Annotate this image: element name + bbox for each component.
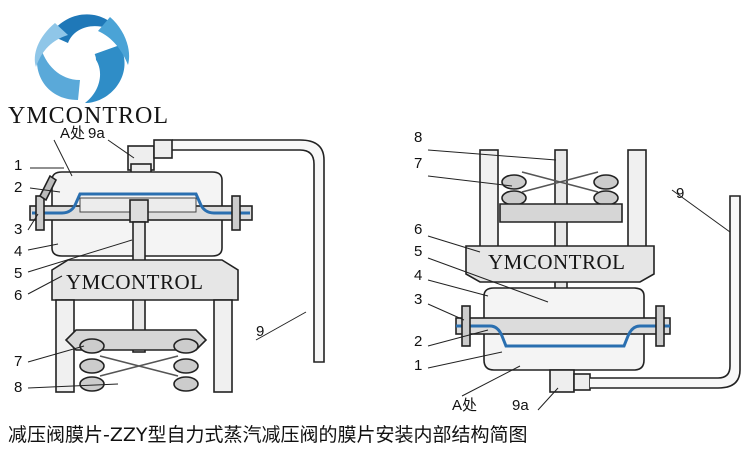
- left-stem: [129, 199, 149, 223]
- left-handle: [38, 174, 58, 202]
- right-pipe-9: [590, 195, 741, 389]
- right-column-b: [627, 149, 647, 251]
- left-bolt-a: [35, 195, 45, 231]
- right-label-2: 2: [414, 333, 422, 350]
- right-label-5: 5: [414, 243, 422, 260]
- left-leaders: [27, 139, 307, 389]
- left-diaphragm: [32, 192, 250, 215]
- right-plate-brand: YMCONTROL: [488, 250, 626, 274]
- right-label-1: 1: [414, 357, 422, 374]
- left-plate-brand: YMCONTROL: [66, 270, 204, 294]
- right-spring-seat: [499, 203, 623, 223]
- right-column-a: [479, 149, 499, 251]
- left-label-4: 4: [14, 243, 22, 260]
- left-label-6: 6: [14, 287, 22, 304]
- logo-swirl-5: [98, 17, 130, 65]
- right-label-a: A处: [452, 397, 477, 414]
- right-label-7: 7: [414, 155, 422, 172]
- right-label-9: 9: [676, 185, 684, 202]
- right-bolt-a: [461, 305, 471, 347]
- left-pipe-9: [172, 139, 325, 363]
- right-label-3: 3: [414, 291, 422, 308]
- left-label-8: 8: [14, 379, 22, 396]
- logo-swirl-1: [50, 14, 120, 43]
- left-diagram: [27, 139, 325, 393]
- right-upper-cover: [483, 287, 645, 318]
- left-label-a: A处: [60, 125, 85, 142]
- left-label-1: 1: [14, 157, 22, 174]
- logo-swirl-3: [36, 45, 80, 100]
- right-label-8: 8: [414, 129, 422, 146]
- right-label-6: 6: [414, 221, 422, 238]
- left-bolt-b: [231, 195, 241, 231]
- left-label-9a: 9a: [88, 125, 105, 142]
- figure-caption: 减压阀膜片-ZZY型自力式蒸汽减压阀的膜片安装内部结构简图: [8, 424, 528, 446]
- left-label-2: 2: [14, 179, 22, 196]
- logo-swirl-4: [34, 23, 68, 67]
- right-diagram: [427, 149, 741, 411]
- left-label-7: 7: [14, 353, 22, 370]
- brand-logo: [34, 14, 130, 103]
- right-label-9a: 9a: [512, 397, 529, 414]
- logo-core: [68, 46, 96, 74]
- logo-swirl-2: [85, 45, 125, 103]
- left-springs: [79, 338, 199, 392]
- right-fitting-9a: [549, 369, 575, 393]
- right-diaphragm: [456, 324, 670, 348]
- left-column-b: [213, 299, 233, 393]
- brand-wordmark: YMCONTROL: [8, 103, 170, 129]
- right-bolt-b: [655, 305, 665, 347]
- left-label-9: 9: [256, 323, 264, 340]
- right-lower-cover: [483, 334, 645, 371]
- right-leaders: [427, 149, 731, 411]
- right-yoke-plate: [465, 245, 655, 283]
- left-label-5: 5: [14, 265, 22, 282]
- right-label-4: 4: [414, 267, 422, 284]
- left-label-3: 3: [14, 221, 22, 238]
